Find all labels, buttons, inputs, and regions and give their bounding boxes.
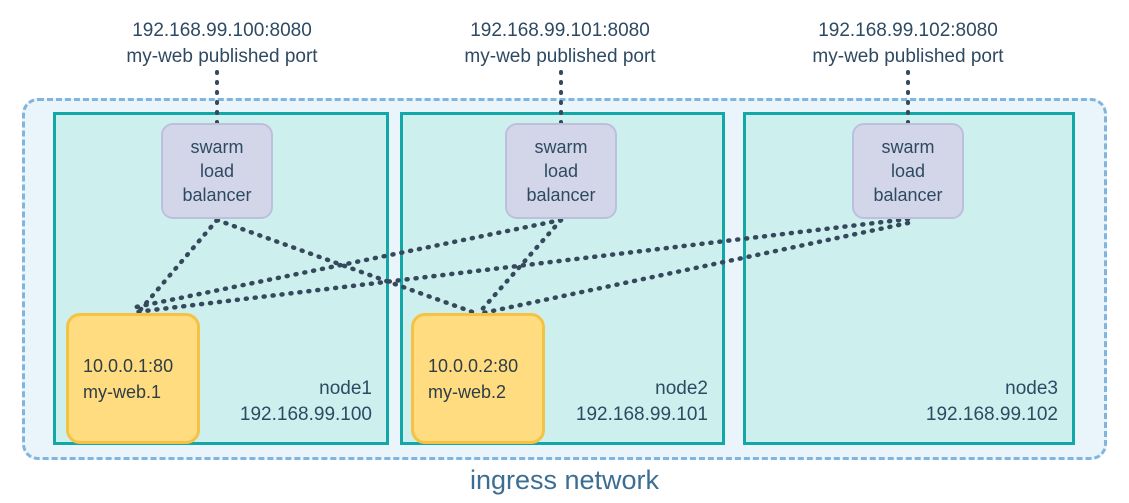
swarm-load-balancer-node1: swarm load balancer (161, 123, 273, 219)
node-name: node2 (655, 378, 708, 399)
lb-line-2: load (890, 161, 926, 181)
node-name: node1 (319, 378, 372, 399)
published-port-description: my-web published port (464, 46, 656, 67)
published-port-description: my-web published port (812, 46, 1004, 67)
node-ip: 192.168.99.100 (239, 404, 372, 425)
task-box-my-web-2: 10.0.0.2:80 my-web.2 (411, 313, 545, 444)
task-address: 10.0.0.2:80 (428, 355, 519, 376)
published-port-caption-node3: 192.168.99.102:8080 my-web published por… (738, 18, 1078, 70)
lb-line-3: balancer (182, 185, 252, 205)
lb-line-3: balancer (526, 185, 596, 205)
node-ip: 192.168.99.102 (925, 404, 1058, 425)
node-name: node3 (1005, 378, 1058, 399)
task-name: my-web.1 (83, 381, 162, 402)
published-port-address: 192.168.99.100:8080 (132, 20, 312, 41)
lb-line-1: swarm (190, 137, 244, 157)
node-label-node2: node2 192.168.99.101 (576, 376, 708, 428)
published-port-caption-node1: 192.168.99.100:8080 my-web published por… (37, 18, 407, 70)
node-ip: 192.168.99.101 (575, 404, 708, 425)
lb-line-3: balancer (873, 185, 943, 205)
node-label-node1: node1 192.168.99.100 (240, 376, 372, 428)
swarm-load-balancer-node3: swarm load balancer (852, 123, 964, 219)
lb-line-1: swarm (881, 137, 935, 157)
published-port-description: my-web published port (126, 46, 318, 67)
lb-line-2: load (199, 161, 235, 181)
node-label-node3: node3 192.168.99.102 (926, 376, 1058, 428)
published-port-caption-node2: 192.168.99.101:8080 my-web published por… (390, 18, 730, 70)
swarm-load-balancer-node2: swarm load balancer (505, 123, 617, 219)
published-port-address: 192.168.99.102:8080 (818, 20, 998, 41)
task-box-my-web-1: 10.0.0.1:80 my-web.1 (66, 313, 200, 444)
task-name: my-web.2 (428, 381, 507, 402)
lb-line-1: swarm (534, 137, 588, 157)
lb-line-2: load (543, 161, 579, 181)
ingress-network-title: ingress network (469, 465, 660, 495)
published-port-address: 192.168.99.101:8080 (470, 20, 650, 41)
task-address: 10.0.0.1:80 (83, 355, 174, 376)
